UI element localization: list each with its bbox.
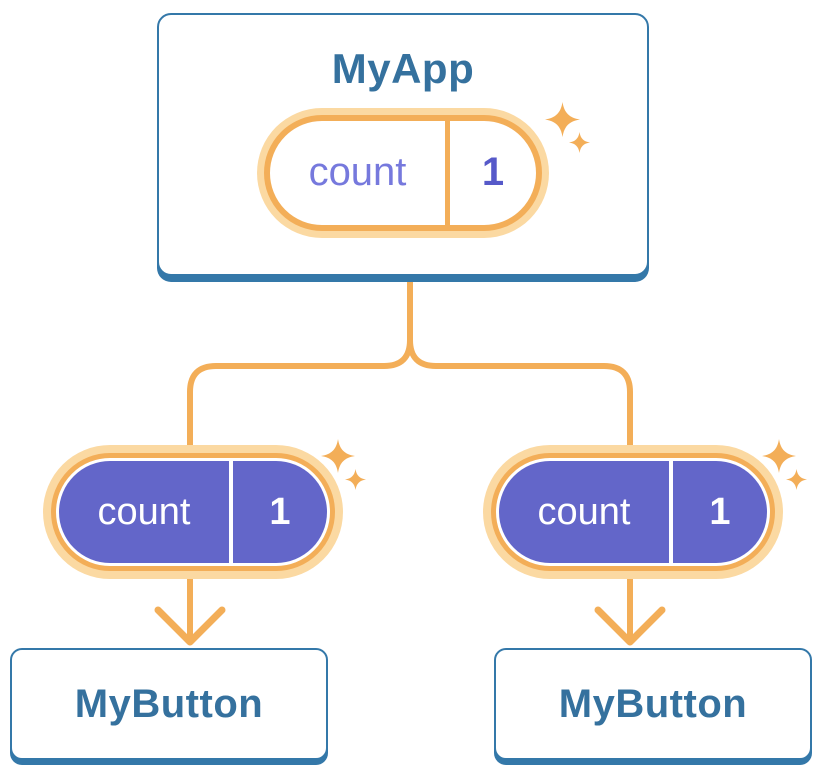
child-component-title: MyButton [74,681,264,726]
sparkle-small-icon [569,132,590,153]
sparkle-icon [321,439,366,490]
right-prop-pill-body: count 1 [499,461,767,563]
left-prop-pill: count 1 [43,445,343,579]
left-child-component-card: MyButton [10,648,328,760]
prop-label: count [97,490,191,533]
right-child-component-card: MyButton [494,648,812,760]
left-prop-pill-ring: count 1 [51,453,335,571]
pill-divider [445,120,450,225]
right-prop-pill: count 1 [483,445,783,579]
root-state-pill-body: count 1 [264,114,542,231]
sparkle-icon [545,102,590,153]
arrow-down-icon [154,606,226,646]
sparkle-small-icon [786,469,807,490]
root-component-card: MyApp count 1 [157,13,649,276]
arrow-down-icon [594,606,666,646]
pill-divider [669,461,673,563]
root-component-title: MyApp [331,45,475,92]
sparkle-large-icon [321,439,356,474]
child-component-title: MyButton [558,681,748,726]
pill-divider [229,461,233,563]
prop-value: 1 [269,490,291,533]
prop-value: 1 [709,490,731,533]
left-prop-pill-body: count 1 [59,461,327,563]
sparkle-icon [762,439,807,490]
sparkle-large-icon [545,102,580,137]
right-prop-pill-ring: count 1 [491,453,775,571]
sparkle-large-icon [762,439,797,474]
state-label: count [308,150,407,194]
root-state-pill: count 1 [257,107,549,238]
sparkle-small-icon [345,469,366,490]
state-value: 1 [481,150,505,194]
prop-label: count [537,490,631,533]
connector-branch-right [407,279,633,639]
